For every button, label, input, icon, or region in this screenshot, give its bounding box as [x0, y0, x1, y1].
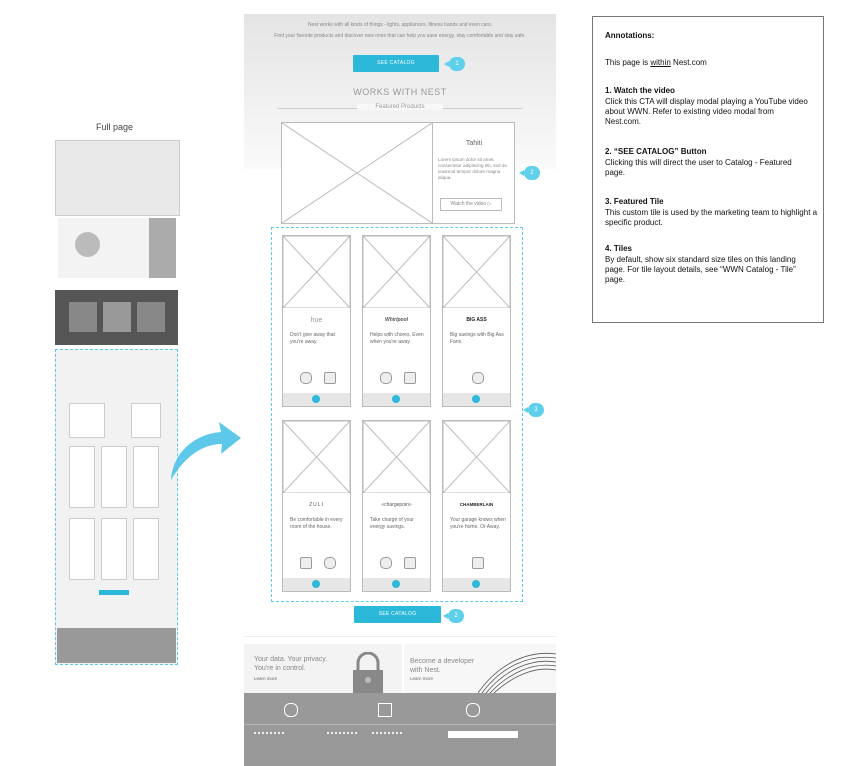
chevron-down-icon[interactable] [392, 395, 400, 403]
tile-description: Be comfortable in every room of the hous… [290, 517, 343, 530]
footer-feature-2-icon [378, 703, 392, 717]
app-icon [380, 557, 392, 569]
full-page-label: Full page [96, 122, 134, 132]
section-subtitle: Featured Products [357, 104, 443, 110]
footer-feature-1-icon [284, 703, 298, 717]
annotations-heading: Annotations: [605, 31, 655, 40]
tile-description: Big savings with Big Ass Fans. [450, 332, 504, 345]
product-tile[interactable]: Whirlpool Helps with chores. Even when y… [362, 235, 431, 407]
app-icon [472, 557, 484, 569]
product-tile[interactable]: «chargepoin» Take charge of your energy … [362, 420, 431, 592]
app-icon [380, 372, 392, 384]
app-icon [324, 372, 336, 384]
developer-line-1: Become a developer [410, 658, 475, 665]
chevron-down-icon[interactable] [472, 395, 480, 403]
app-icon [300, 557, 312, 569]
see-catalog-button-top[interactable]: SEE CATALOG [353, 55, 439, 72]
intro-text-2: Find your favorite products and discover… [274, 33, 526, 39]
footer-feature-3-icon [466, 703, 480, 717]
tile-image-placeholder [363, 236, 430, 308]
tile-logo: «chargepoin» [381, 502, 412, 508]
annotations-intro-underlined: within [650, 58, 671, 67]
tile-logo: ZULI [309, 502, 324, 508]
tile-logo: BIG ASS [466, 317, 487, 323]
annotations-intro: This page is within Nest.com [605, 58, 707, 67]
annotation-item-title: 2. “SEE CATALOG” Button [605, 147, 707, 156]
app-icon [404, 372, 416, 384]
annotation-item-title: 3. Featured Tile [605, 197, 664, 206]
app-icon [300, 372, 312, 384]
developer-block [404, 644, 556, 693]
featured-tile: Tahiti Lorem ipsum dolor sit amet, conse… [281, 122, 515, 224]
tile-description: Don't give away that you're away. [290, 332, 335, 345]
tile-image-placeholder [363, 421, 430, 493]
footer-link-column [372, 732, 402, 764]
featured-title: Tahiti [465, 140, 483, 147]
annotation-item-title: 4. Tiles [605, 244, 632, 253]
privacy-line-2: You're in control. [254, 665, 306, 672]
swirl-lines-graphic [478, 652, 556, 693]
full-page-thumbnail [55, 140, 180, 665]
annotation-pin-1: 1 [444, 57, 465, 71]
product-tile[interactable]: BIG ASS Big savings with Big Ass Fans. [442, 235, 511, 407]
annotations-intro-prefix: This page is [605, 58, 651, 67]
footer-email-input[interactable] [448, 731, 518, 738]
watch-video-button[interactable]: Watch the video ▷ [440, 198, 502, 211]
tiles-grid [271, 227, 523, 602]
annotation-item-body: Click this CTA will display modal playin… [605, 97, 808, 126]
product-tile[interactable]: hue Don't give away that you're away. [282, 235, 351, 407]
intro-text-1: Nest works with all kinds of things - li… [308, 22, 492, 28]
chevron-down-icon[interactable] [312, 395, 320, 403]
tile-description: Your garage knows when you're home. Or A… [450, 517, 506, 530]
annotation-pin-2-bottom: 2 [443, 609, 464, 623]
play-icon: ▷ [487, 201, 492, 207]
app-icon [404, 557, 416, 569]
watch-video-label: Watch the video [450, 201, 487, 207]
app-icon [472, 372, 484, 384]
lock-icon [353, 652, 383, 694]
tile-image-placeholder [283, 236, 350, 308]
tile-image-placeholder [283, 421, 350, 493]
section-title: WORKS WITH NEST [353, 87, 447, 97]
tile-image-placeholder [443, 421, 510, 493]
featured-image-placeholder [282, 123, 433, 223]
tile-logo: Whirlpool [384, 317, 409, 323]
footer-link-column [254, 732, 284, 764]
annotation-item-body: Clicking this will direct the user to Ca… [605, 158, 792, 177]
annotations-panel: Annotations: This page is within Nest.co… [592, 16, 824, 323]
chevron-down-icon[interactable] [392, 580, 400, 588]
tile-image-placeholder [443, 236, 510, 308]
divider [244, 636, 556, 637]
footer-divider [244, 724, 556, 725]
product-tile[interactable]: CHAMBERLAIN Your garage knows when you'r… [442, 420, 511, 592]
annotation-item-body: This custom tile is used by the marketin… [605, 208, 818, 227]
see-catalog-button-bottom[interactable]: SEE CATALOG [354, 606, 441, 623]
annotation-pin-3: 3 [523, 403, 544, 417]
annotations-intro-suffix: Nest.com [670, 58, 707, 67]
chevron-down-icon[interactable] [472, 580, 480, 588]
curved-arrow-icon [171, 422, 241, 480]
developer-line-2: with Nest. [410, 667, 441, 674]
chevron-down-icon[interactable] [312, 580, 320, 588]
tile-logo: hue [310, 317, 323, 324]
footer-link-column [327, 732, 357, 764]
annotation-item-title: 1. Watch the video [605, 86, 675, 95]
product-tile[interactable]: ZULI Be comfortable in every room of the… [282, 420, 351, 592]
annotation-pin-2: 2 [519, 166, 540, 180]
annotation-item-body: By default, show six standard size tiles… [605, 255, 796, 284]
privacy-line-1: Your data. Your privacy. [254, 656, 328, 663]
tile-logo: CHAMBERLAIN [459, 502, 494, 507]
privacy-learn-more-link[interactable]: Learn more [254, 676, 278, 681]
location-pin-icon [324, 557, 336, 569]
developer-learn-more-link[interactable]: Learn more [410, 676, 434, 681]
tile-description: Helps with chores. Even when you're away… [370, 332, 424, 345]
featured-body: Lorem ipsum dolor sit amet, consectetur … [438, 157, 507, 180]
tile-description: Take charge of your energy savings. [370, 517, 414, 530]
